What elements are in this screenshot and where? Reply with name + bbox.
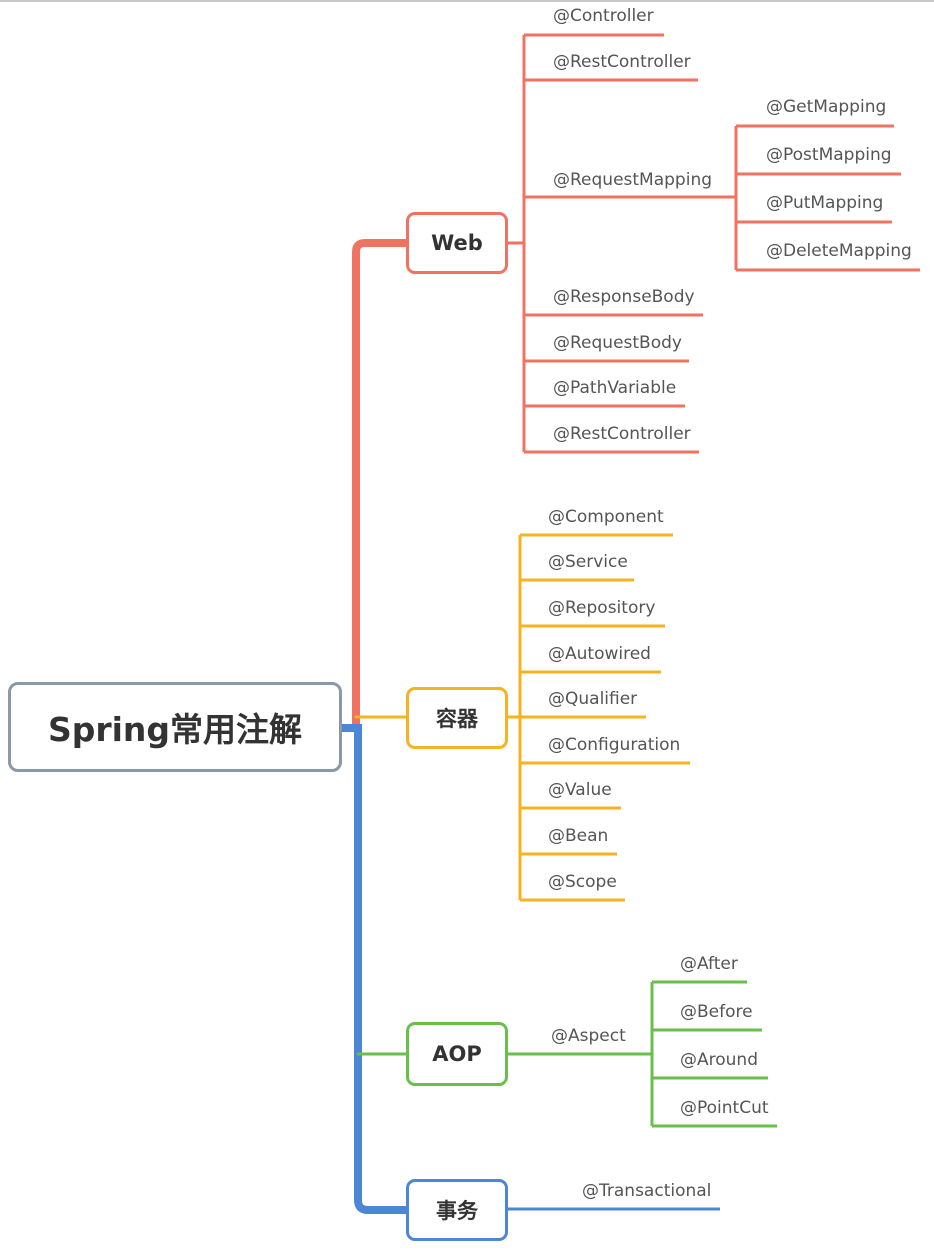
branch-web[interactable]: Web — [406, 212, 508, 274]
branch-transaction-label: 事务 — [436, 1199, 478, 1223]
leaf-before[interactable]: @Before — [680, 1002, 753, 1022]
leaf-after[interactable]: @After — [680, 954, 738, 974]
branch-aop-label: AOP — [432, 1042, 482, 1066]
leaf-pointcut[interactable]: @PointCut — [680, 1098, 769, 1118]
leaf-autowired[interactable]: @Autowired — [548, 644, 651, 664]
leaf-response-body[interactable]: @ResponseBody — [553, 287, 695, 307]
leaf-scope[interactable]: @Scope — [548, 872, 617, 892]
branch-container[interactable]: 容器 — [406, 687, 508, 749]
leaf-value[interactable]: @Value — [548, 780, 612, 800]
leaf-post-mapping[interactable]: @PostMapping — [766, 145, 892, 165]
trunk-blue — [338, 724, 410, 1214]
leaf-put-mapping[interactable]: @PutMapping — [766, 193, 884, 213]
leaf-rest-controller[interactable]: @RestController — [553, 52, 691, 72]
leaf-configuration[interactable]: @Configuration — [548, 735, 681, 755]
aop-lines — [508, 980, 777, 1128]
leaf-component[interactable]: @Component — [548, 507, 664, 527]
branch-aop[interactable]: AOP — [406, 1022, 508, 1086]
root-node[interactable]: Spring常用注解 — [8, 682, 342, 772]
leaf-qualifier[interactable]: @Qualifier — [548, 689, 638, 709]
leaf-service[interactable]: @Service — [548, 552, 628, 572]
trunk-lines — [338, 239, 410, 1214]
leaf-request-mapping[interactable]: @RequestMapping — [553, 170, 713, 190]
branch-container-label: 容器 — [436, 707, 478, 731]
leaf-get-mapping[interactable]: @GetMapping — [766, 97, 887, 117]
leaf-controller[interactable]: @Controller — [553, 6, 654, 26]
top-border — [0, 0, 934, 2]
leaf-repository[interactable]: @Repository — [548, 598, 656, 618]
leaf-path-variable[interactable]: @PathVariable — [553, 378, 677, 398]
root-label: Spring常用注解 — [47, 710, 303, 749]
branch-transaction[interactable]: 事务 — [406, 1179, 508, 1241]
leaf-request-body[interactable]: @RequestBody — [553, 333, 682, 353]
leaf-delete-mapping[interactable]: @DeleteMapping — [766, 241, 912, 261]
leaf-around[interactable]: @Around — [680, 1050, 758, 1070]
leaf-bean[interactable]: @Bean — [548, 826, 609, 846]
leaf-rest-controller-2[interactable]: @RestController — [553, 424, 691, 444]
branch-web-label: Web — [431, 231, 483, 255]
ioc-lines — [508, 533, 690, 902]
trunk-web — [338, 239, 410, 732]
leaf-aspect[interactable]: @Aspect — [551, 1026, 626, 1046]
web-lines — [508, 33, 920, 454]
leaf-transactional[interactable]: @Transactional — [582, 1181, 712, 1201]
